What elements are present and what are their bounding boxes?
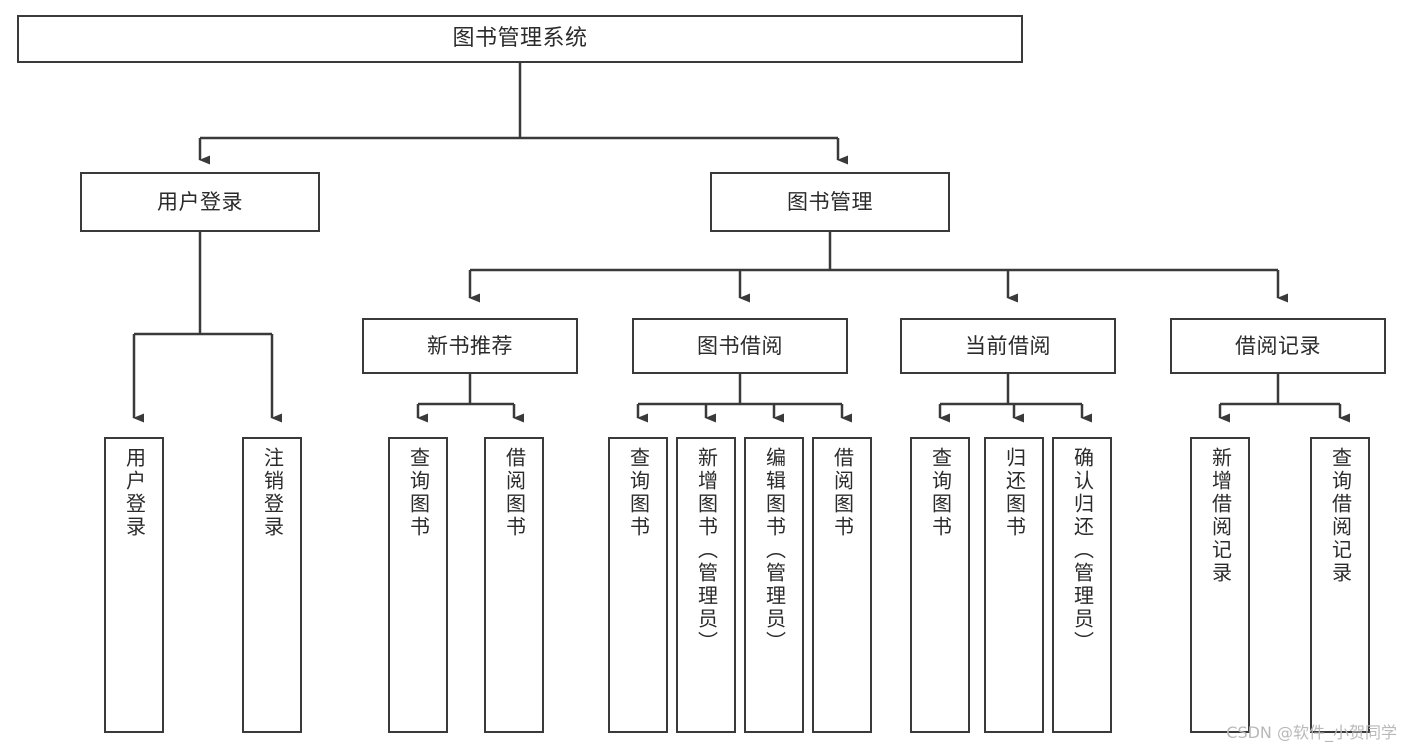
node-root-label: 图书管理系统 <box>452 26 588 52</box>
node-leaf-user-login-label: 用户登录 <box>122 447 147 539</box>
node-root[interactable]: 图书管理系统 <box>17 15 1023 63</box>
node-leaf-add-book[interactable]: 新增图书（管理员） <box>676 437 736 733</box>
node-leaf-borrow-book-1[interactable]: 借阅图书 <box>484 437 544 733</box>
node-current-borrow-label: 当前借阅 <box>965 333 1051 358</box>
edges-currentborrow-to-leaves <box>938 374 1092 423</box>
edges-userlogin-to-leaves <box>132 232 282 423</box>
node-leaf-return-book[interactable]: 归还图书 <box>984 437 1044 733</box>
edges-newbook-to-leaves <box>416 374 524 423</box>
node-borrow-record[interactable]: 借阅记录 <box>1170 318 1386 374</box>
node-leaf-edit-book-label: 编辑图书（管理员） <box>762 447 787 654</box>
edges-booksystem-to-level2 <box>468 232 1288 303</box>
node-book-manage[interactable]: 图书管理 <box>710 172 950 232</box>
edges-root-to-level1 <box>198 63 848 165</box>
node-leaf-query-book-2-label: 查询图书 <box>626 447 651 539</box>
node-leaf-borrow-book-2-label: 借阅图书 <box>830 447 855 539</box>
node-leaf-query-record[interactable]: 查询借阅记录 <box>1310 437 1370 733</box>
node-leaf-add-record[interactable]: 新增借阅记录 <box>1190 437 1250 733</box>
node-leaf-add-record-label: 新增借阅记录 <box>1208 447 1233 585</box>
node-leaf-return-book-label: 归还图书 <box>1002 447 1027 539</box>
node-user-login[interactable]: 用户登录 <box>80 172 320 232</box>
node-leaf-user-login[interactable]: 用户登录 <box>104 437 164 733</box>
node-leaf-user-logout[interactable]: 注销登录 <box>242 437 302 733</box>
csdn-watermark: CSDN @软件_小贺同学 <box>1226 723 1397 742</box>
edges-bookborrow-to-leaves <box>636 374 852 423</box>
edges-borrowrecord-to-leaves <box>1218 374 1350 423</box>
node-leaf-query-book-2[interactable]: 查询图书 <box>608 437 668 733</box>
node-leaf-edit-book[interactable]: 编辑图书（管理员） <box>744 437 804 733</box>
node-leaf-query-record-label: 查询借阅记录 <box>1328 447 1353 585</box>
node-leaf-query-book-3-label: 查询图书 <box>928 447 953 539</box>
node-borrow-record-label: 借阅记录 <box>1235 333 1321 358</box>
node-leaf-borrow-book-2[interactable]: 借阅图书 <box>812 437 872 733</box>
node-current-borrow[interactable]: 当前借阅 <box>900 318 1116 374</box>
node-leaf-add-book-label: 新增图书（管理员） <box>694 447 719 654</box>
node-leaf-borrow-book-1-label: 借阅图书 <box>502 447 527 539</box>
node-leaf-user-logout-label: 注销登录 <box>260 447 285 539</box>
node-leaf-confirm-return-label: 确认归还（管理员） <box>1070 447 1095 654</box>
node-book-borrow-label: 图书借阅 <box>697 333 783 358</box>
node-leaf-query-book-1-label: 查询图书 <box>406 447 431 539</box>
node-leaf-confirm-return[interactable]: 确认归还（管理员） <box>1052 437 1112 733</box>
node-leaf-query-book-1[interactable]: 查询图书 <box>388 437 448 733</box>
node-user-login-label: 用户登录 <box>157 189 243 214</box>
node-new-book-recommend-label: 新书推荐 <box>427 333 513 358</box>
node-new-book-recommend[interactable]: 新书推荐 <box>362 318 578 374</box>
node-leaf-query-book-3[interactable]: 查询图书 <box>910 437 970 733</box>
node-book-borrow[interactable]: 图书借阅 <box>632 318 848 374</box>
node-book-manage-label: 图书管理 <box>787 189 873 214</box>
